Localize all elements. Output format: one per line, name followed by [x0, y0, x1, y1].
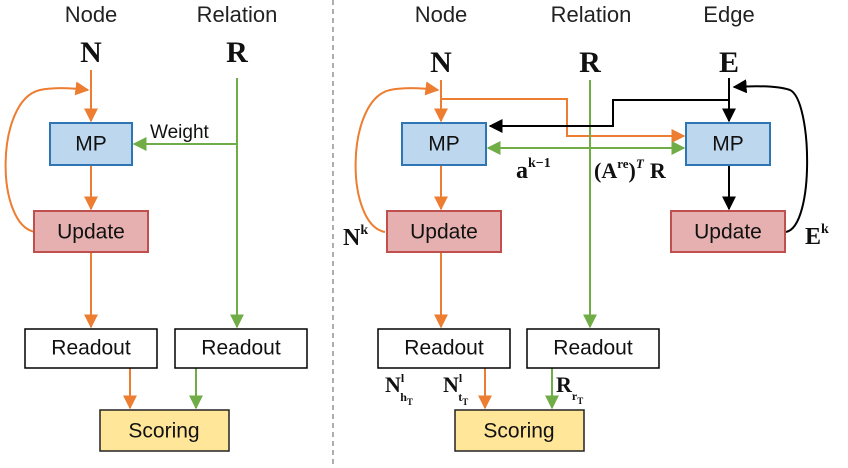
right-readout-node-box: Readout [377, 328, 511, 369]
label-edge-k: Ek [805, 222, 829, 250]
left-readout-relation-box: Readout [174, 328, 308, 369]
right-symbol-edge: E [719, 46, 739, 79]
left-readout-node-label: Readout [51, 337, 131, 360]
right-arrow-edge-to-node-mp [488, 84, 730, 133]
right-scoring-box: Scoring [454, 409, 585, 452]
right-mp-edge-box: MP [685, 122, 771, 166]
left-update-box: Update [33, 210, 149, 253]
left-arrow-update-loop [4, 81, 90, 233]
right-mp-node-box: MP [401, 122, 487, 166]
right-header-node: Node [415, 2, 468, 27]
right-update-edge-box: Update [670, 210, 786, 253]
right-readout-relation-box: Readout [526, 328, 660, 369]
left-symbol-node: N [80, 36, 102, 69]
right-symbol-relation: R [579, 46, 601, 79]
right-scoring-label: Scoring [483, 420, 554, 443]
left-symbol-relation: R [226, 36, 248, 69]
left-mp-box: MP [49, 122, 133, 166]
right-update-node-box: Update [386, 210, 502, 253]
left-scoring-label: Scoring [128, 420, 199, 443]
left-update-label: Update [57, 221, 125, 244]
left-scoring-box: Scoring [99, 409, 230, 452]
left-header-relation: Relation [197, 2, 278, 27]
left-readout-relation-label: Readout [201, 337, 281, 360]
right-arrow-node-to-edge-mp [441, 98, 686, 143]
right-symbol-node: N [430, 46, 452, 79]
right-readout-node-label: Readout [404, 337, 484, 360]
left-header-node: Node [65, 2, 118, 27]
label-node-k: Nk [343, 223, 368, 251]
label-r-r-t: RrT [556, 372, 583, 406]
right-update-edge-label: Update [694, 221, 762, 244]
right-mp-node-label: MP [428, 133, 460, 156]
right-header-relation: Relation [551, 2, 632, 27]
left-mp-label: MP [75, 133, 107, 156]
right-update-node-label: Update [410, 221, 478, 244]
right-mp-edge-label: MP [712, 133, 744, 156]
left-weight-label: Weight [150, 122, 210, 143]
right-arrow-edge-update-loop [732, 79, 809, 233]
left-readout-node-box: Readout [24, 328, 158, 369]
right-header-edge: Edge [703, 2, 754, 27]
label-a-k-minus-1: ak−1 [516, 156, 551, 184]
right-readout-relation-label: Readout [553, 337, 633, 360]
right-arrow-update-loop [354, 81, 440, 233]
